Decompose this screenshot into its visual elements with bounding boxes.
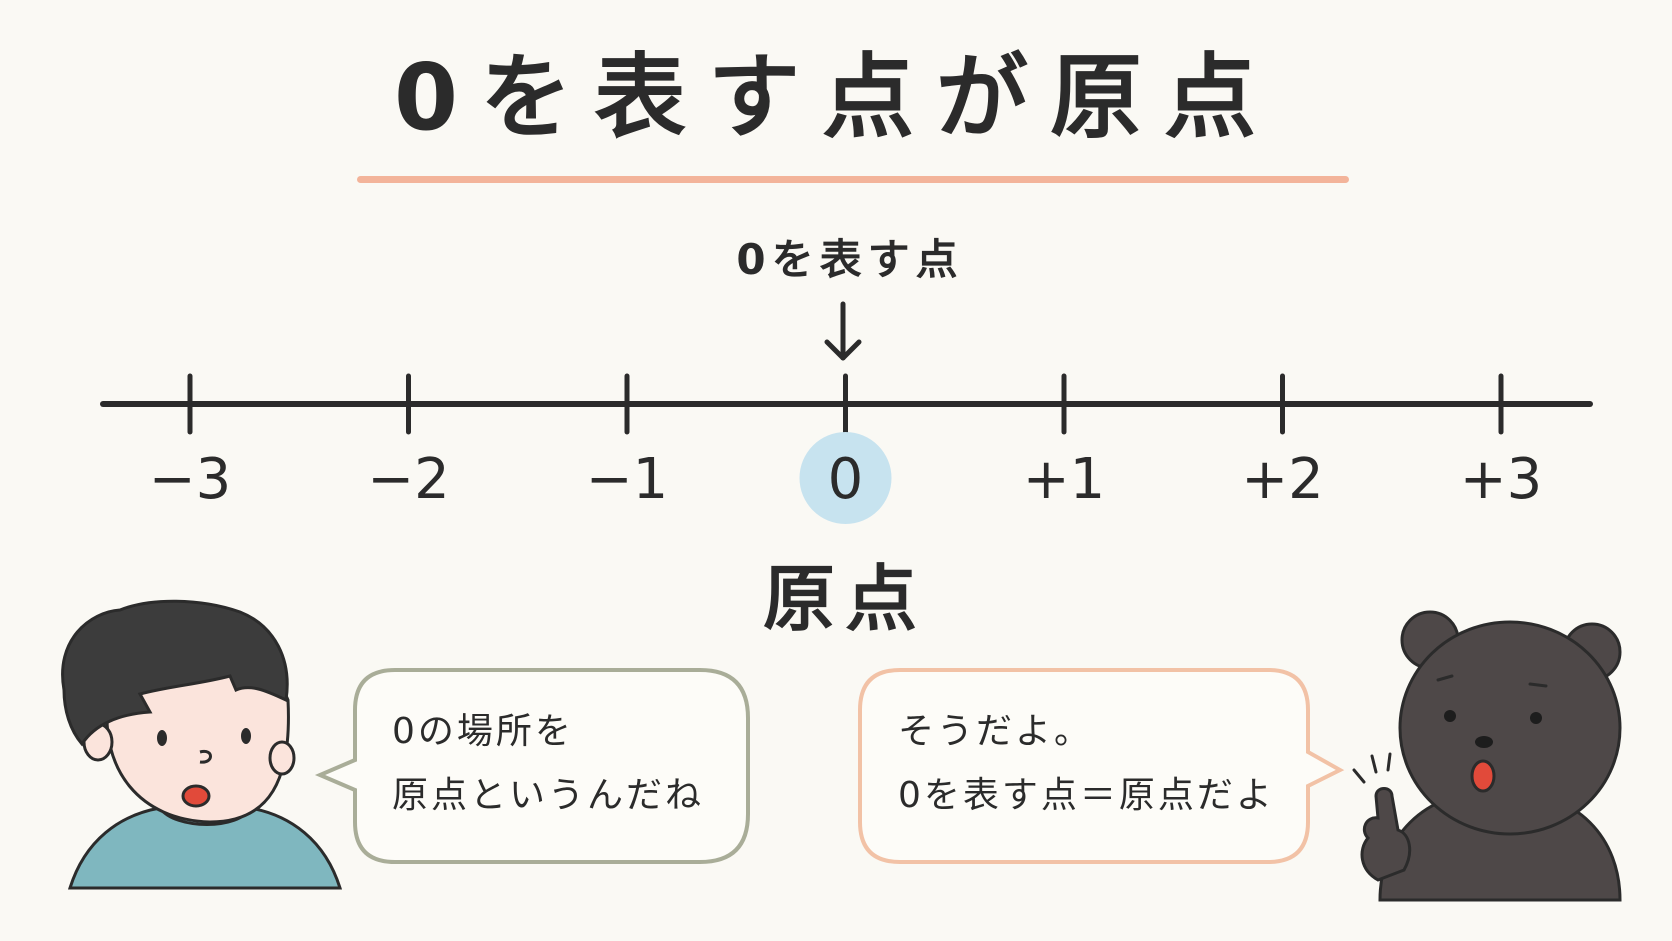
speech-bubble-right (858, 668, 1345, 864)
speech-right-line-1: そうだよ。 (898, 711, 1094, 752)
speech-left-line-2: 原点というんだね (392, 775, 705, 816)
tick-label: −3 (149, 447, 232, 512)
tick-labels: −3 −2 −1 0 +1 +2 +3 (149, 432, 1543, 524)
tick-label: −2 (367, 447, 450, 512)
speech-bubble-left (314, 668, 750, 864)
speech-left-line-1: 0の場所を (392, 711, 574, 752)
origin-label: 原点 (762, 557, 927, 641)
boy-character (61, 599, 343, 890)
tick-label: 0 (828, 447, 864, 512)
speech-right-line-2: 0を表す点＝原点だよ (898, 775, 1275, 816)
page-title: 0を表す点が原点 (393, 44, 1278, 151)
speech-text-right: そうだよ。 0を表す点＝原点だよ (898, 700, 1275, 828)
tick-label: +1 (1023, 447, 1106, 512)
tick-label: +3 (1460, 447, 1543, 512)
speech-text-left: 0の場所を 原点というんだね (392, 700, 704, 828)
pointer-label: 0を表す点 (736, 235, 964, 284)
tick-label: +2 (1241, 447, 1324, 512)
origin-highlight (799, 432, 892, 524)
tick-marks (187, 373, 1504, 435)
down-arrow-icon (824, 301, 862, 361)
bear-character (1352, 610, 1622, 902)
tick-label: −1 (586, 447, 669, 512)
emphasis-marks (1352, 752, 1392, 784)
title-underline (357, 176, 1349, 183)
